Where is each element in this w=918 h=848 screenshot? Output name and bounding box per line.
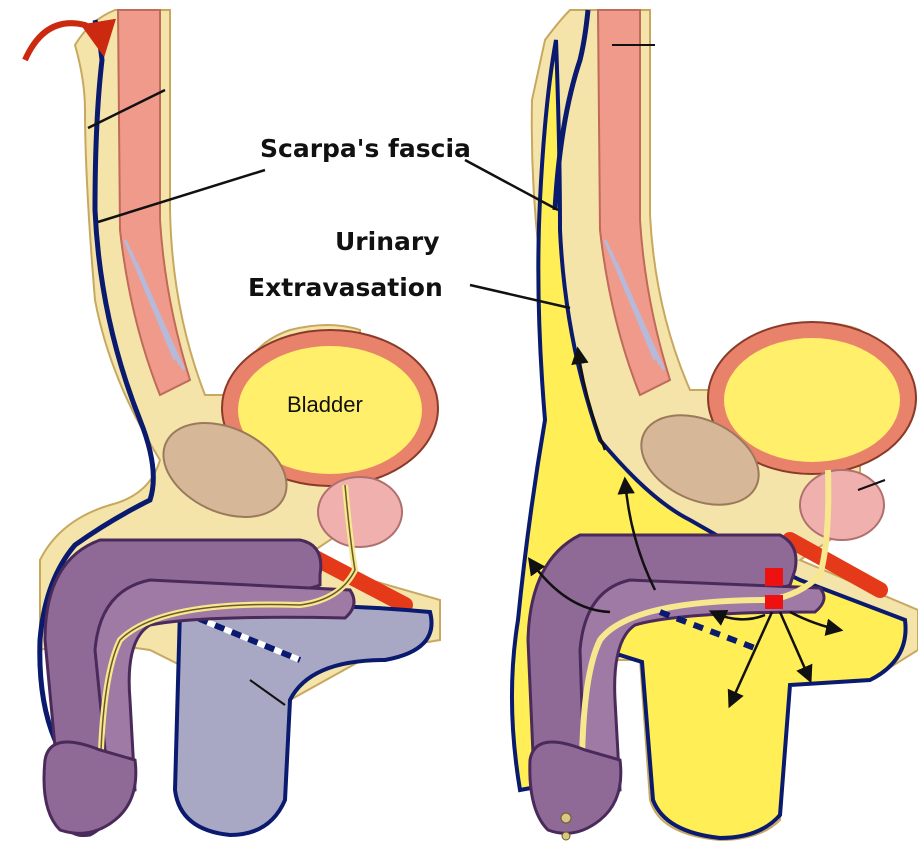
urinary-label: Urinary — [335, 227, 440, 256]
urine-drop-2 — [562, 832, 570, 840]
urethral-tear-upper — [765, 568, 783, 586]
scarpas-fascia-label: Scarpa's fascia — [260, 134, 471, 163]
left-scrotum — [175, 605, 432, 835]
right-glans — [530, 742, 621, 833]
left-prostate — [318, 477, 402, 547]
right-panel-extravasation — [465, 10, 918, 840]
right-bladder-lumen — [724, 338, 900, 462]
extravasation-label: Extravasation — [248, 273, 443, 302]
bladder-label: Bladder — [287, 392, 363, 417]
right-prostate — [800, 470, 884, 540]
left-glans — [44, 742, 136, 833]
urethral-tear-lower — [765, 595, 783, 609]
urine-drop-1 — [561, 813, 571, 823]
